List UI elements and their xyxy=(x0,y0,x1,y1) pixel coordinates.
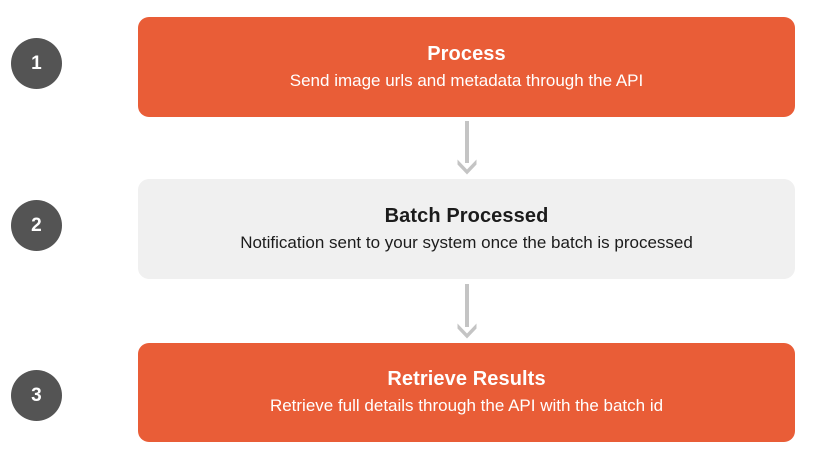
step-badge-3-label: 3 xyxy=(31,384,42,406)
step-badge-3: 3 xyxy=(11,370,62,421)
step-card-retrieve-results-subtitle: Retrieve full details through the API wi… xyxy=(269,396,664,416)
step-card-retrieve-results[interactable]: Retrieve Results Retrieve full details t… xyxy=(138,343,795,442)
step-card-process-title: Process xyxy=(427,42,506,65)
connector-arrow-2 xyxy=(455,284,479,340)
step-card-batch-processed[interactable]: Batch Processed Notification sent to you… xyxy=(138,179,795,279)
step-badge-1-label: 1 xyxy=(31,52,42,74)
step-badge-2-label: 2 xyxy=(31,214,42,236)
arrow-down-icon xyxy=(455,121,479,176)
step-card-batch-processed-title: Batch Processed xyxy=(384,204,549,227)
step-card-process-subtitle: Send image urls and metadata through the… xyxy=(289,70,644,90)
step-badge-1: 1 xyxy=(11,38,62,89)
connector-arrow-1 xyxy=(455,121,479,176)
step-card-retrieve-results-title: Retrieve Results xyxy=(387,368,546,391)
step-card-process[interactable]: Process Send image urls and metadata thr… xyxy=(138,17,795,117)
step-badge-2: 2 xyxy=(11,200,62,251)
step-card-batch-processed-subtitle: Notification sent to your system once th… xyxy=(240,232,693,252)
arrow-down-icon xyxy=(455,284,479,340)
